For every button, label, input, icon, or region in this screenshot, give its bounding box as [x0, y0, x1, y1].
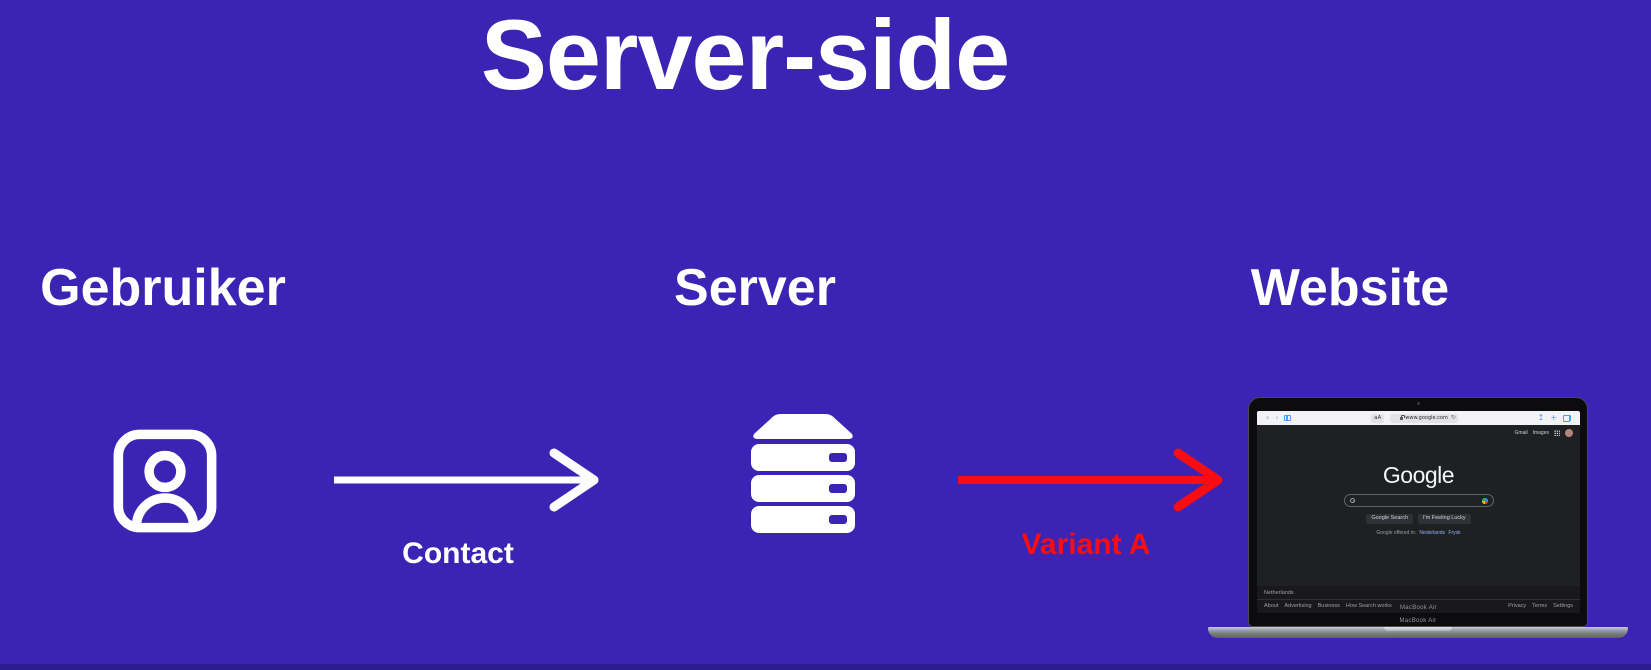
footer-link-how-search-works: How Search works [1345, 603, 1392, 609]
page-title: Server-side [480, 0, 1010, 110]
offered-link-frysk: Frysk [1448, 530, 1461, 537]
offered-link-nederlands: Nederlands [1419, 530, 1445, 537]
device-label: MacBook Air [1400, 605, 1437, 611]
back-icon: ‹ [1266, 413, 1270, 422]
share-icon: ↥ [1537, 413, 1545, 422]
base-notch [1384, 627, 1452, 631]
contact-arrow [334, 448, 599, 512]
device-label: MacBook Air [1399, 618, 1437, 624]
user-icon [113, 429, 217, 533]
camera-dot [1417, 402, 1420, 405]
page-footer: Netherlands About Advertising Business H… [1257, 586, 1580, 613]
footer-link-advertising: Advertising [1284, 603, 1312, 609]
new-tab-icon: + [1550, 413, 1558, 422]
feeling-lucky-button: I'm Feeling Lucky [1418, 514, 1471, 525]
mic-icon [1482, 498, 1488, 504]
node-label-gebruiker: Gebruiker [40, 259, 286, 317]
apps-grid-icon [1554, 430, 1560, 436]
images-link: Images [1532, 430, 1549, 436]
website-laptop: ‹ › aA www.google.com ↻ ↥ + Gmail Images [1208, 397, 1628, 638]
search-input [1343, 494, 1494, 508]
avatar [1565, 429, 1573, 437]
reader-button: aA [1371, 413, 1385, 423]
sidebar-icon [1284, 415, 1292, 421]
node-label-website: Website [1250, 259, 1450, 317]
laptop-base [1208, 627, 1628, 638]
offered-prefix: Google offered in: [1376, 530, 1417, 537]
node-label-server: Server [674, 259, 836, 317]
tabs-icon [1563, 414, 1572, 422]
forward-icon: › [1275, 413, 1279, 422]
google-homepage: Gmail Images Google Google Search I'm Fe… [1257, 425, 1580, 613]
url-text: www.google.com [1405, 415, 1448, 421]
variant-a-arrow [958, 448, 1223, 512]
browser-toolbar: ‹ › aA www.google.com ↻ ↥ + [1257, 411, 1580, 425]
bottom-edge-strip [0, 664, 1651, 670]
gmail-link: Gmail [1514, 430, 1528, 436]
safari-window: ‹ › aA www.google.com ↻ ↥ + Gmail Images [1257, 411, 1580, 613]
footer-link-terms: Terms [1532, 603, 1548, 609]
contact-label: Contact [402, 537, 514, 570]
laptop-screen: ‹ › aA www.google.com ↻ ↥ + Gmail Images [1248, 397, 1588, 627]
variant-a-label: Variant A [1021, 528, 1151, 561]
magnifier-icon [1349, 498, 1355, 504]
page-top-bar: Gmail Images [1257, 425, 1580, 437]
footer-left-links: About Advertising Business How Search wo… [1264, 603, 1392, 609]
footer-link-business: Business [1317, 603, 1340, 609]
search-buttons-row: Google Search I'm Feeling Lucky [1257, 514, 1580, 525]
footer-links-row: About Advertising Business How Search wo… [1257, 600, 1580, 613]
refresh-icon: ↻ [1450, 414, 1456, 421]
footer-link-about: About [1264, 603, 1279, 609]
google-logo: Google [1382, 462, 1455, 488]
address-bar: www.google.com ↻ [1390, 413, 1458, 423]
server-icon [751, 414, 855, 533]
offered-in-text: Google offered in: Nederlands Frysk [1257, 530, 1580, 536]
lock-icon [1400, 415, 1405, 420]
footer-region: Netherlands [1257, 586, 1580, 600]
footer-link-settings: Settings [1553, 603, 1573, 609]
footer-right-links: Privacy Terms Settings [1508, 603, 1573, 609]
google-search-button: Google Search [1366, 514, 1414, 525]
footer-link-privacy: Privacy [1508, 603, 1527, 609]
